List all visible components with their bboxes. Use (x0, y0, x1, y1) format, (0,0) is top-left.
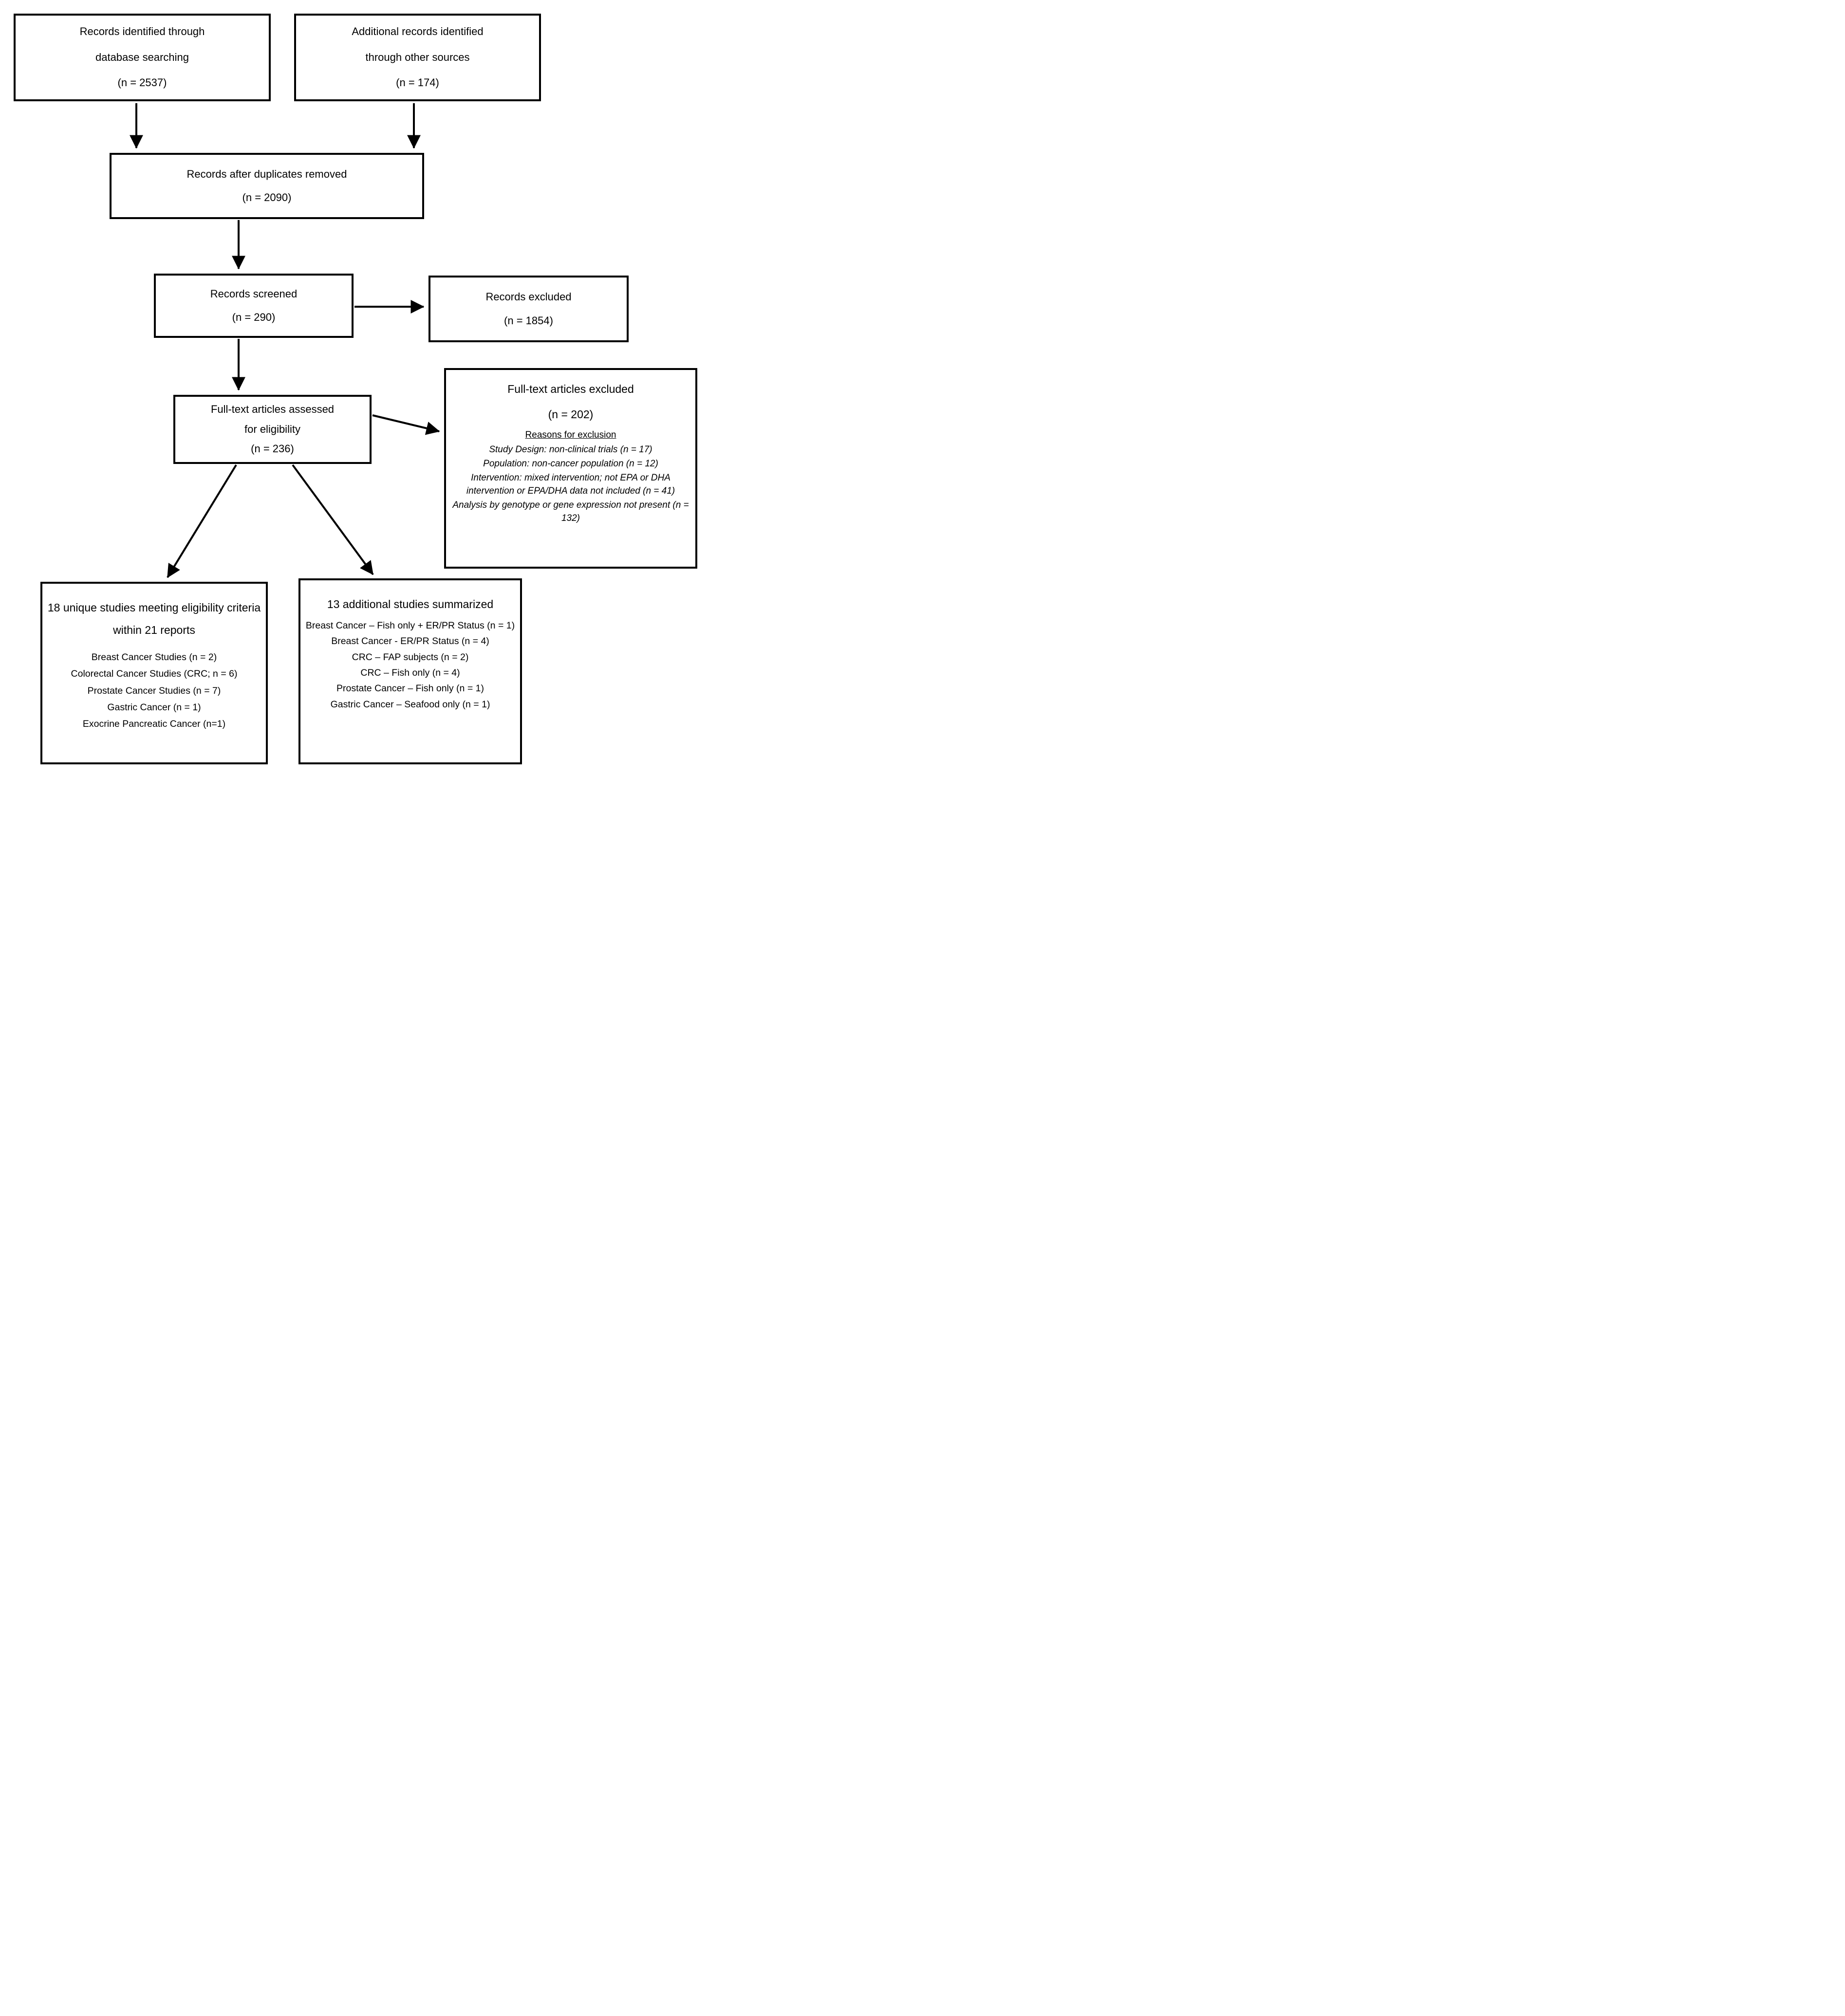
list-item: Breast Cancer - ER/PR Status (n = 4) (331, 636, 489, 647)
box-title: Full-text articles excluded (507, 383, 634, 395)
box-text-line: (n = 236) (251, 443, 294, 455)
list-item: Breast Cancer Studies (n = 2) (91, 652, 217, 663)
list-item: Exocrine Pancreatic Cancer (n=1) (82, 719, 226, 730)
box-text-line: database searching (95, 51, 189, 63)
box-duplicates-removed: Records after duplicates removed (n = 20… (110, 153, 424, 219)
list-item: CRC – FAP subjects (n = 2) (352, 651, 469, 663)
box-title: 18 unique studies meeting eligibility cr… (47, 601, 261, 636)
reasons-heading: Reasons for exclusion (525, 430, 616, 441)
box-records-identified: Records identified through database sear… (14, 14, 271, 101)
exclusion-reason: Intervention: mixed intervention; not EP… (466, 473, 675, 497)
box-text-line: Additional records identified (352, 25, 484, 38)
box-text-line: (n = 290) (232, 311, 276, 323)
box-text-line: (n = 2537) (117, 76, 167, 89)
list-item: Gastric Cancer (n = 1) (107, 702, 201, 713)
list-item: Breast Cancer – Fish only + ER/PR Status… (305, 620, 515, 631)
box-count: (n = 202) (548, 407, 594, 421)
box-fulltext-assessed: Full-text articles assessed for eligibil… (173, 395, 372, 464)
list-item: Colorectal Cancer Studies (CRC; n = 6) (71, 668, 238, 680)
arrow-fulltext-to-additional-studies (292, 464, 374, 575)
arrow-fulltext-to-included-studies (167, 464, 237, 578)
list-item: Gastric Cancer – Seafood only (n = 1) (330, 699, 490, 710)
box-text-line: through other sources (365, 51, 470, 63)
box-text-line: Records after duplicates removed (186, 167, 347, 180)
box-additional-records: Additional records identified through ot… (294, 14, 541, 101)
box-text-line: Full-text articles assessed (210, 403, 335, 416)
list-item: Prostate Cancer Studies (n = 7) (87, 685, 221, 696)
prisma-flow-diagram: Records identified through database sear… (0, 0, 709, 775)
box-fulltext-excluded: Full-text articles excluded (n = 202) Re… (444, 368, 697, 569)
box-included-studies: 18 unique studies meeting eligibility cr… (40, 582, 268, 764)
box-text-line: (n = 174) (396, 76, 439, 89)
exclusion-reason: Population: non-cancer population (n = 1… (483, 459, 658, 469)
box-records-excluded: Records excluded (n = 1854) (429, 276, 629, 342)
box-records-screened: Records screened (n = 290) (154, 274, 354, 338)
list-item: CRC – Fish only (n = 4) (360, 667, 460, 679)
box-text-line: for eligibility (244, 423, 300, 435)
exclusion-reason: Study Design: non-clinical trials (n = 1… (489, 444, 652, 455)
exclusion-reason: Analysis by genotype or gene expression … (452, 500, 689, 524)
box-text-line: Records identified through (79, 25, 205, 38)
box-text-line: (n = 2090) (242, 191, 292, 203)
list-item: Prostate Cancer – Fish only (n = 1) (336, 683, 484, 694)
arrow-fulltext-to-fulltext-excluded (372, 414, 440, 435)
box-text-line: Records excluded (485, 291, 572, 303)
box-additional-studies: 13 additional studies summarized Breast … (298, 578, 522, 764)
box-text-line: Records screened (210, 287, 298, 300)
box-title: 13 additional studies summarized (327, 598, 494, 610)
box-text-line: (n = 1854) (504, 314, 553, 327)
